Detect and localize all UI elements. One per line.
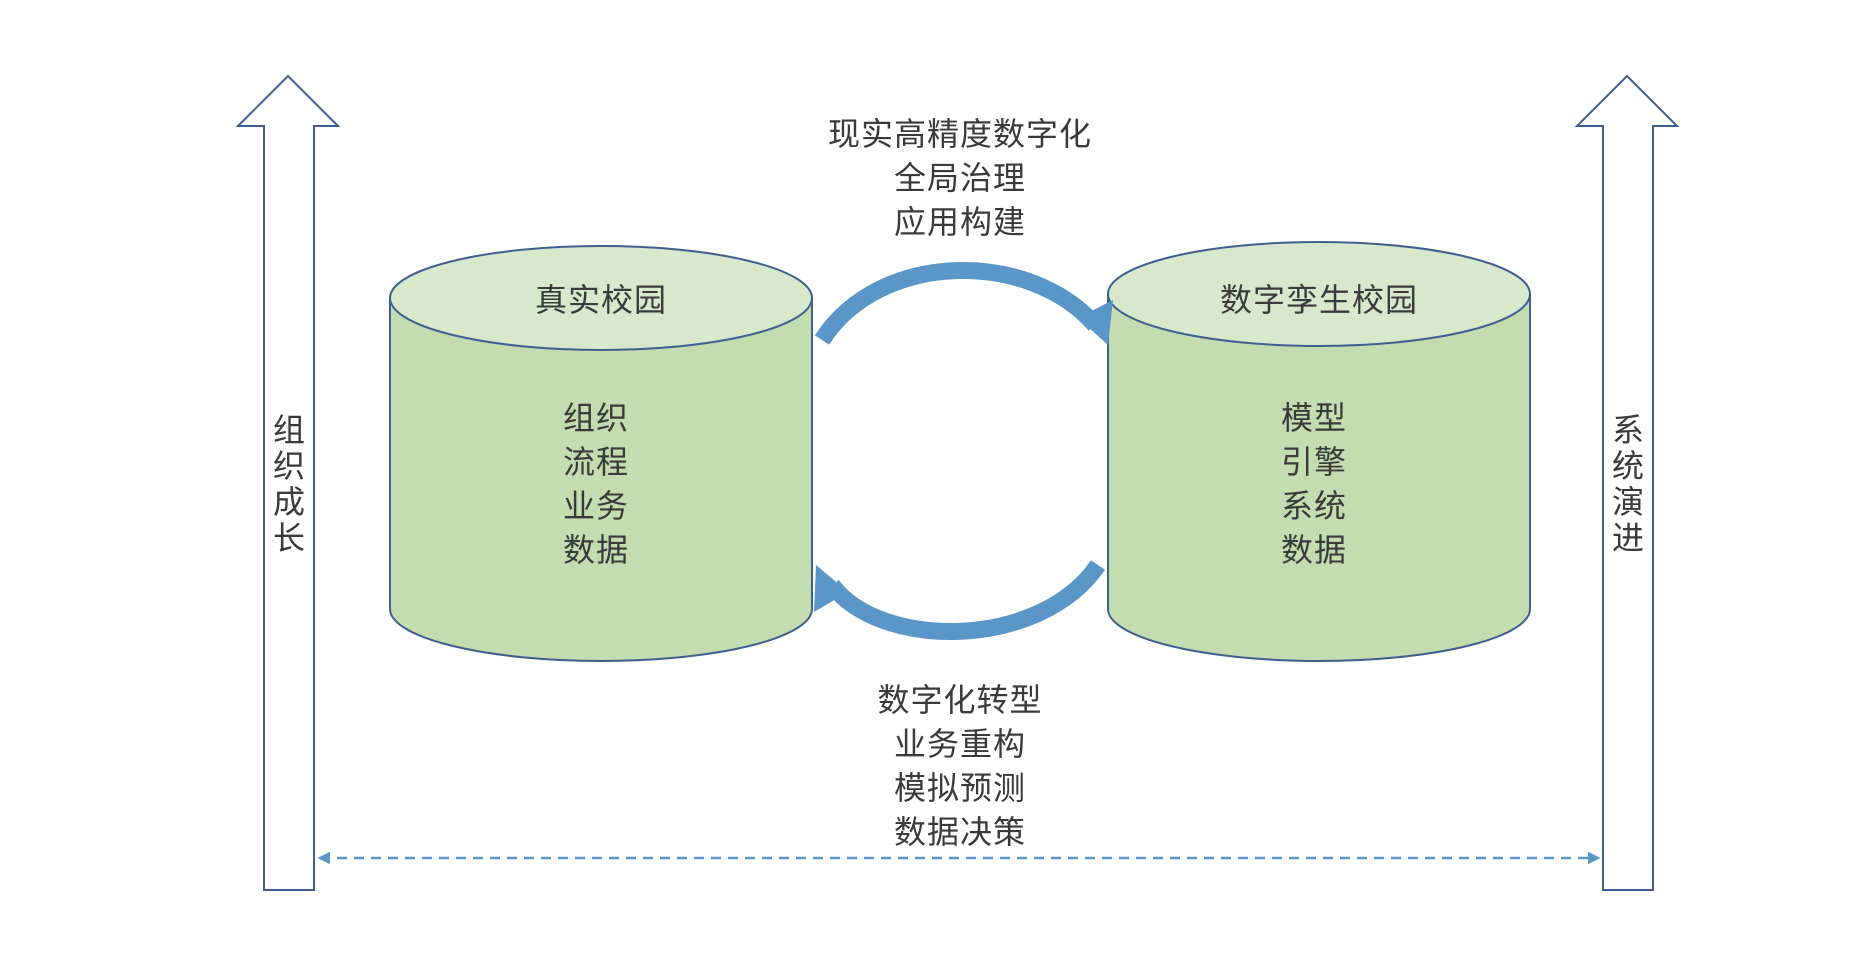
left-cylinder-items: 组织 流程 业务 数据 — [496, 396, 696, 572]
right-arrow-label: 系 统 演 进 — [1608, 412, 1648, 556]
top-caption: 现实高精度数字化 全局治理 应用构建 — [760, 112, 1160, 244]
left-cylinder — [389, 245, 813, 662]
bottom-caption: 数字化转型 业务重构 模拟预测 数据决策 — [760, 678, 1160, 854]
right-cylinder-items: 模型 引擎 系统 数据 — [1214, 396, 1414, 572]
right-cylinder-title: 数字孪生校园 — [1219, 281, 1418, 319]
left-cylinder-title: 真实校园 — [534, 281, 667, 319]
left-arrow-char: 长 — [272, 519, 305, 557]
left-arrow-char: 组 — [272, 411, 305, 449]
right-cylinder-item: 系统 — [1280, 487, 1347, 525]
right-evolution-arrow — [1574, 74, 1680, 891]
right-arrow-char: 进 — [1611, 519, 1644, 557]
right-arrow-char: 演 — [1611, 483, 1644, 521]
bottom-caption-line-3: 模拟预测 — [893, 769, 1026, 807]
top-caption-line-3: 应用构建 — [893, 203, 1026, 241]
right-arrow-char: 系 — [1611, 411, 1644, 449]
right-cylinder — [1107, 241, 1531, 662]
left-arrow-char: 成 — [272, 483, 305, 521]
right-arrow-char: 统 — [1611, 447, 1644, 485]
left-growth-arrow — [235, 74, 341, 891]
right-cylinder-item: 模型 — [1280, 399, 1347, 437]
bottom-caption-line-2: 业务重构 — [893, 725, 1026, 763]
top-caption-line-1: 现实高精度数字化 — [827, 115, 1092, 153]
bottom-caption-line-1: 数字化转型 — [877, 681, 1043, 719]
bottom-cycle-arrow — [814, 560, 1106, 640]
left-cylinder-item: 组织 — [562, 399, 629, 437]
left-arrow-char: 织 — [272, 447, 305, 485]
left-cylinder-item: 数据 — [562, 531, 629, 569]
left-cylinder-item: 流程 — [562, 443, 629, 481]
right-cylinder-item: 引擎 — [1280, 443, 1347, 481]
right-cylinder-item: 数据 — [1280, 531, 1347, 569]
top-cycle-arrow — [814, 262, 1113, 345]
top-caption-line-2: 全局治理 — [893, 159, 1026, 197]
left-arrow-label: 组 织 成 长 — [269, 412, 309, 556]
bottom-caption-line-4: 数据决策 — [893, 813, 1026, 851]
left-cylinder-item: 业务 — [562, 487, 629, 525]
